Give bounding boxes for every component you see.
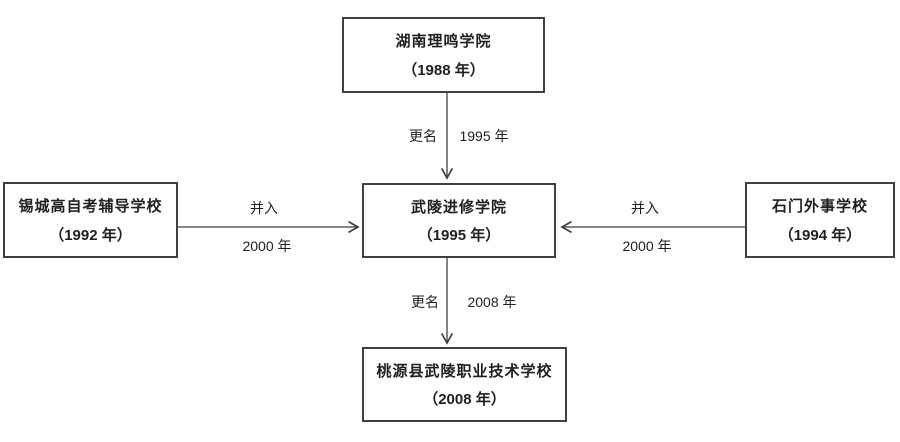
edge-label-merge-left-year: 2000 年 bbox=[240, 238, 294, 254]
edge-label-merge-right-year: 2000 年 bbox=[620, 238, 674, 254]
edge-label-rename-2008-year: 2008 年 bbox=[465, 294, 519, 310]
node-xicheng-selfstudy-school: 锡城高自考辅导学校 （1992 年） bbox=[3, 182, 178, 258]
node-shimen-foreign-affairs-school: 石门外事学校 （1994 年） bbox=[745, 182, 895, 258]
node-year: （1992 年） bbox=[49, 226, 132, 244]
node-hunan-liming-college: 湖南理鸣学院 （1988 年） bbox=[342, 17, 545, 93]
node-title: 湖南理鸣学院 bbox=[395, 33, 492, 51]
edge-label-rename-1995-year: 1995 年 bbox=[457, 128, 511, 144]
edge-label-rename-2008-action: 更名 bbox=[409, 294, 441, 310]
node-year: （1994 年） bbox=[778, 226, 862, 244]
edge-label-rename-1995-action: 更名 bbox=[407, 128, 439, 144]
node-title: 桃源县武陵职业技术学校 bbox=[376, 363, 553, 380]
node-wuling-training-college: 武陵进修学院 （1995 年） bbox=[362, 183, 556, 258]
node-taoyuan-wuling-vocational-school: 桃源县武陵职业技术学校 （2008 年） bbox=[362, 347, 567, 422]
node-year: （1995 年） bbox=[417, 227, 501, 244]
edge-label-merge-left-action: 并入 bbox=[248, 200, 280, 216]
node-title: 武陵进修学院 bbox=[410, 199, 507, 216]
node-title: 石门外事学校 bbox=[771, 198, 868, 216]
node-title: 锡城高自考辅导学校 bbox=[18, 198, 163, 216]
edge-label-merge-right-action: 并入 bbox=[629, 200, 661, 216]
node-year: （1988 年） bbox=[402, 61, 485, 79]
node-year: （2008 年） bbox=[423, 391, 506, 408]
